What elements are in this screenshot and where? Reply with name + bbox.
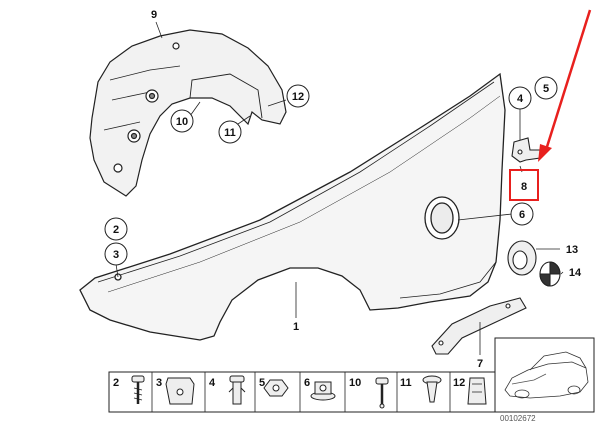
legend-label-6: 6: [304, 377, 310, 389]
callout-10: 10: [170, 109, 194, 133]
callout-8: 8: [521, 181, 527, 193]
leader-lines: [115, 21, 564, 355]
svg-text:13: 13: [566, 244, 578, 256]
emblem-part: [539, 261, 561, 287]
legend-label-5: 5: [259, 377, 265, 389]
callout-9: 9: [151, 9, 157, 21]
svg-text:11: 11: [224, 127, 236, 139]
callout-13: 13: [566, 244, 578, 256]
legend-label-2: 2: [113, 377, 119, 389]
svg-text:12: 12: [292, 91, 304, 103]
legend-label-3: 3: [156, 377, 162, 389]
svg-text:7: 7: [477, 358, 483, 370]
callout-1: 1: [293, 321, 299, 333]
reference-number: 00102672: [500, 414, 536, 423]
callout-2: 2: [104, 217, 128, 241]
callout-4: 4: [508, 86, 532, 110]
lower-bracket-part: [431, 297, 527, 355]
callout-14: 14: [569, 267, 582, 279]
svg-text:8: 8: [521, 181, 527, 193]
front-fender: [79, 72, 506, 341]
legend-label-4: 4: [209, 377, 216, 389]
callout-11: 11: [218, 120, 242, 144]
callout-3: 3: [104, 242, 128, 266]
svg-text:14: 14: [569, 267, 582, 279]
highlight-arrow: [538, 9, 592, 162]
callout-7: 7: [477, 358, 483, 370]
svg-text:5: 5: [543, 83, 549, 95]
svg-text:1: 1: [293, 321, 299, 333]
legend-label-11: 11: [400, 377, 412, 389]
highlight-box: [509, 169, 539, 201]
callout-5: 5: [534, 76, 558, 100]
legend-label-10: 10: [349, 377, 361, 389]
car-thumbnail: [494, 337, 595, 413]
grommet-part: [507, 240, 537, 276]
callout-12: 12: [286, 84, 310, 108]
svg-text:6: 6: [519, 209, 525, 221]
svg-text:10: 10: [176, 116, 188, 128]
fastener-legend: 2 3 4 5 6 10 11 12: [108, 371, 496, 413]
wheel-arch-liner: [89, 29, 287, 197]
callout-6: 6: [510, 202, 534, 226]
bracket-part: [511, 137, 541, 163]
svg-text:9: 9: [151, 9, 157, 21]
svg-text:2: 2: [113, 224, 119, 236]
svg-text:3: 3: [113, 249, 119, 261]
svg-text:4: 4: [517, 93, 524, 105]
legend-label-12: 12: [453, 377, 465, 389]
